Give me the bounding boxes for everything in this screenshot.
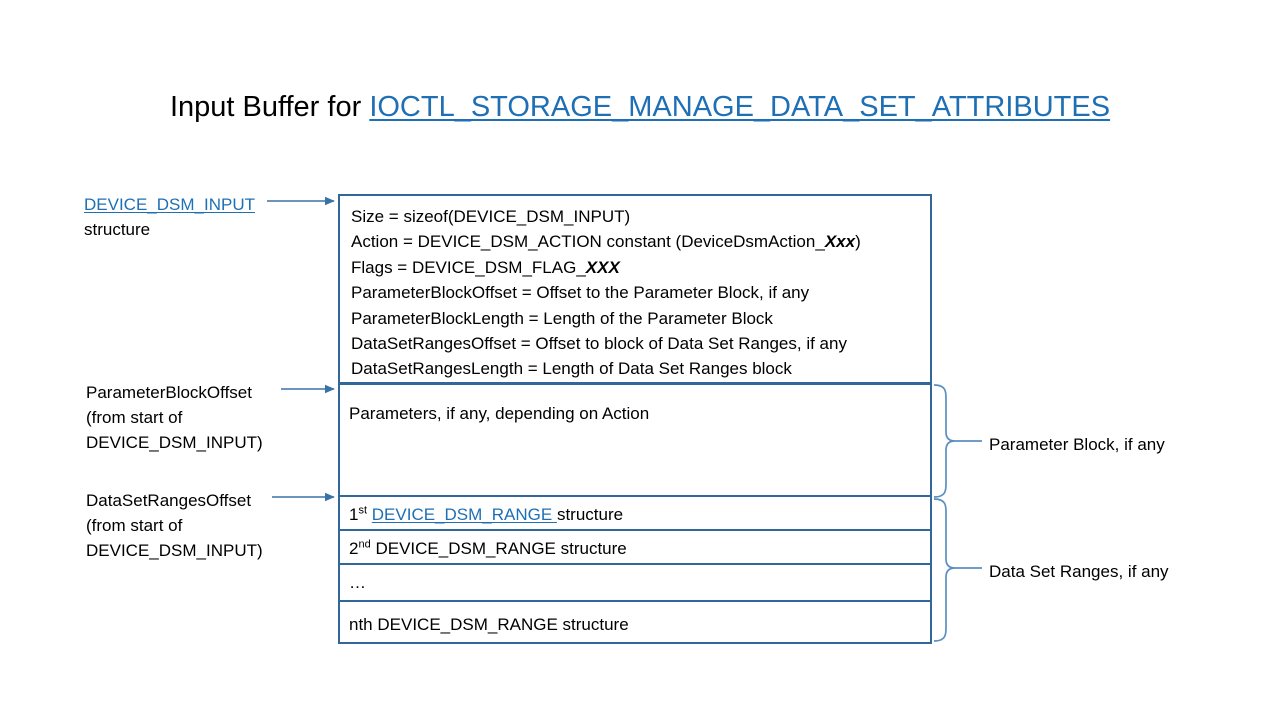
header-field-4: ParameterBlockLength = Length of the Par… [351,306,930,331]
header-field-text: ParameterBlockOffset = Offset to the Par… [351,283,810,303]
header-field-emphasis: XXX [585,257,620,277]
range-row-divider-1 [338,529,932,531]
range-row-ordinal-suffix: st [358,504,368,517]
range-row-ordinal: … [349,573,366,592]
label-device-dsm-input: DEVICE_DSM_INPUT structure [84,192,255,242]
header-field-3: ParameterBlockOffset = Offset to the Par… [351,280,930,305]
header-field-text: DataSetRangesOffset = Offset to block of… [351,334,847,354]
data-set-ranges-offset-line3: DEVICE_DSM_INPUT) [86,541,263,560]
label-data-set-ranges: Data Set Ranges, if any [989,562,1169,581]
range-row-2: … [349,571,366,595]
header-field-text: Size = sizeof(DEVICE_DSM_INPUT) [351,207,631,226]
parameter-block-offset-line2: (from start of [86,408,183,427]
range-row-tail: DEVICE_DSM_RANGE structure [372,615,629,634]
header-field-0: Size = sizeof(DEVICE_DSM_INPUT) [351,204,930,229]
page-title: Input Buffer for IOCTL_STORAGE_MANAGE_DA… [0,88,1280,126]
header-parameters-divider [338,382,932,385]
input-buffer-box [338,194,932,644]
header-field-text: DataSetRangesLength = Length of Data Set… [351,359,792,379]
ioctl-link[interactable]: IOCTL_STORAGE_MANAGE_DATA_SET_ATTRIBUTES [369,91,1111,123]
brace-data-set-ranges [933,498,956,642]
range-row-1: 2nd DEVICE_DSM_RANGE structure [349,537,627,561]
parameter-block-offset-line1: ParameterBlockOffset [86,383,252,402]
header-field-suffix: ) [855,232,861,252]
data-set-ranges-offset-line2: (from start of [86,516,183,535]
brace-parameter-block [933,384,956,498]
header-field-1: Action = DEVICE_DSM_ACTION constant (Dev… [351,229,930,254]
parameters-row-text: Parameters, if any, depending on Action [349,404,650,423]
range-row-0: 1st DEVICE_DSM_RANGE structure [349,503,623,527]
range-row-divider-2 [338,563,932,565]
header-field-6: DataSetRangesLength = Length of Data Set… [351,356,930,381]
range-row-ordinal: 2 [349,539,359,558]
data-set-ranges-offset-line1: DataSetRangesOffset [86,491,252,510]
range-row-tail: DEVICE_DSM_RANGE structure [375,539,627,558]
parameter-block-offset-line3: DEVICE_DSM_INPUT) [86,433,263,452]
label-data-set-ranges-offset: DataSetRangesOffset (from start of DEVIC… [86,488,263,563]
range-row-ordinal: nth [349,615,373,634]
header-field-list: Size = sizeof(DEVICE_DSM_INPUT) Action = … [340,196,930,382]
header-field-text: Flags = DEVICE_DSM_FLAG_ [351,257,586,277]
range-row-divider-0 [338,495,932,497]
label-parameter-block: Parameter Block, if any [989,435,1165,454]
header-field-emphasis: Xxx [824,232,856,252]
label-parameter-block-offset: ParameterBlockOffset (from start of DEVI… [86,380,263,455]
header-field-text: Action = DEVICE_DSM_ACTION constant (Dev… [351,232,825,252]
header-field-5: DataSetRangesOffset = Offset to block of… [351,331,930,356]
header-field-2: Flags = DEVICE_DSM_FLAG_XXX [351,255,930,280]
range-row-ordinal-suffix: nd [358,538,371,551]
header-field-text: ParameterBlockLength = Length of the Par… [351,308,773,328]
range-row-ordinal: 1 [349,505,359,524]
device-dsm-range-link[interactable]: DEVICE_DSM_RANGE [371,505,557,524]
range-row-tail: structure [556,505,624,524]
range-row-divider-3 [338,600,932,602]
device-dsm-input-link[interactable]: DEVICE_DSM_INPUT [84,195,255,214]
device-dsm-input-structure-text: structure [84,220,151,239]
range-row-3: nth DEVICE_DSM_RANGE structure [349,613,629,637]
page-title-prefix: Input Buffer for [169,91,370,123]
